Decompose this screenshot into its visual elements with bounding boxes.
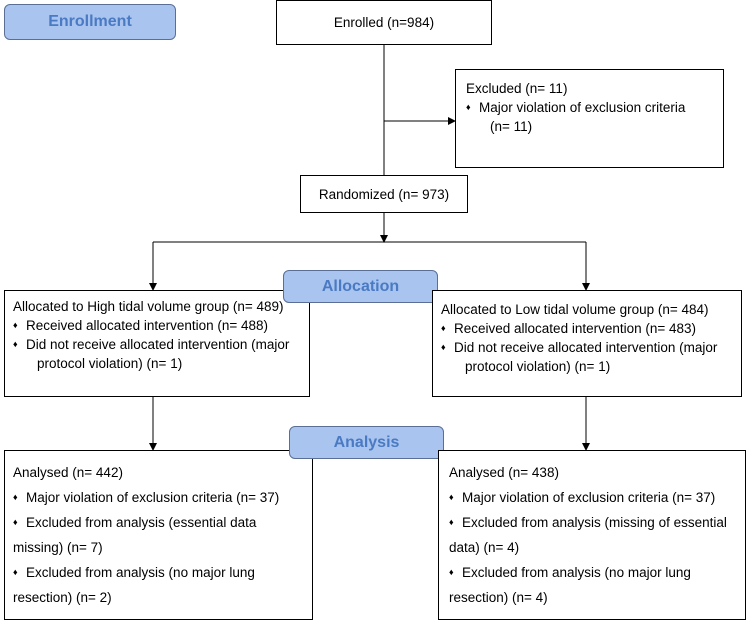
randomized-box: Randomized (n= 973) (300, 175, 468, 213)
allocated-high-item-received: ♦ Received allocated intervention (n= 48… (13, 316, 301, 335)
item-text: Major violation of exclusion criteria (n… (462, 490, 716, 505)
bullet-icon: ♦ (13, 517, 18, 527)
analysed-low-title: Analysed (n= 438) (449, 465, 559, 480)
stage-label-allocation: Allocation (283, 270, 438, 303)
enrolled-box: Enrolled (n=984) (276, 0, 492, 45)
item-text-cont: resection) (n= 2) (13, 590, 112, 605)
item-text-cont: data) (n= 4) (449, 540, 520, 555)
stage-label-enrollment: Enrollment (4, 4, 176, 40)
analysed-high-title: Analysed (n= 442) (13, 465, 123, 480)
enrolled-label: Enrolled (n=984) (333, 15, 435, 30)
bullet-icon: ♦ (13, 320, 18, 330)
analysed-low-item-no-resection: ♦ Excluded from analysis (no major lung (449, 560, 735, 585)
analysed-low-item-data-missing: ♦ Excluded from analysis (missing of ess… (449, 510, 735, 535)
allocated-low-title: Allocated to Low tidal volume group (n= … (441, 302, 709, 317)
allocated-high-title: Allocated to High tidal volume group (n=… (13, 299, 284, 314)
item-text-cont: missing) (n= 7) (13, 540, 103, 555)
bullet-icon: ♦ (441, 342, 446, 352)
item-text: Received allocated intervention (n= 483) (454, 321, 697, 336)
analysed-low-item-violation: ♦ Major violation of exclusion criteria … (449, 485, 735, 510)
analysed-high-item-data-missing: ♦ Excluded from analysis (essential data (13, 510, 304, 535)
item-text: Did not receive allocated intervention (… (454, 340, 718, 355)
analysed-high-box: Analysed (n= 442) ♦ Major violation of e… (4, 450, 313, 620)
analysed-high-item-no-resection: ♦ Excluded from analysis (no major lung (13, 560, 304, 585)
excluded-item: ♦ Major violation of exclusion criteria (466, 98, 713, 117)
allocated-low-box: Allocated to Low tidal volume group (n= … (432, 290, 742, 397)
item-text: Excluded from analysis (essential data (26, 515, 257, 530)
item-text: Major violation of exclusion criteria (n… (26, 490, 280, 505)
bullet-icon: ♦ (13, 339, 18, 349)
item-text: Excluded from analysis (no major lung (462, 565, 691, 580)
excluded-item-cont: (n= 11) (490, 119, 533, 134)
allocated-high-item-not-received: ♦ Did not receive allocated intervention… (13, 335, 301, 354)
item-text: Excluded from analysis (no major lung (26, 565, 255, 580)
bullet-icon: ♦ (449, 517, 454, 527)
randomized-label: Randomized (n= 973) (318, 186, 450, 202)
bullet-icon: ♦ (13, 492, 18, 502)
item-text: Received allocated intervention (n= 488) (26, 318, 269, 333)
excluded-box: Excluded (n= 11) ♦ Major violation of ex… (455, 69, 724, 168)
analysed-high-item-violation: ♦ Major violation of exclusion criteria … (13, 485, 304, 510)
excluded-title: Excluded (n= 11) (466, 81, 568, 96)
bullet-icon: ♦ (449, 567, 454, 577)
allocated-high-box: Allocated to High tidal volume group (n=… (4, 290, 310, 397)
allocated-low-item-received: ♦ Received allocated intervention (n= 48… (441, 319, 733, 338)
bullet-icon: ♦ (466, 102, 471, 112)
item-text-cont: protocol violation) (n= 1) (37, 356, 183, 371)
item-text-cont: protocol violation) (n= 1) (465, 359, 611, 374)
bullet-icon: ♦ (441, 323, 446, 333)
bullet-icon: ♦ (13, 567, 18, 577)
analysed-low-box: Analysed (n= 438) ♦ Major violation of e… (438, 450, 746, 620)
stage-label-analysis: Analysis (289, 426, 444, 459)
item-text: Excluded from analysis (missing of essen… (462, 515, 727, 530)
bullet-icon: ♦ (449, 492, 454, 502)
allocated-low-item-not-received: ♦ Did not receive allocated intervention… (441, 338, 733, 357)
item-text-cont: resection) (n= 4) (449, 590, 548, 605)
item-text: Did not receive allocated intervention (… (26, 337, 290, 352)
excluded-item-text: Major violation of exclusion criteria (479, 100, 686, 115)
